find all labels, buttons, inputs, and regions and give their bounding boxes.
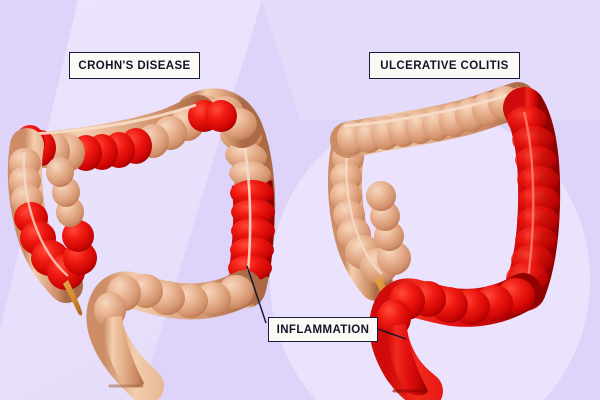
- uc-inflamed-sigmoid-rectum: [369, 273, 542, 400]
- crohns-appendix: [63, 280, 83, 316]
- uc-taenia-coli-transverse: [343, 92, 513, 128]
- crohns-descending-colon: [7, 128, 97, 303]
- leader-line-to-uc-rectum: [377, 328, 407, 340]
- callout-leader-lines: [246, 265, 407, 340]
- label-ulcerative-colitis: ULCERATIVE COLITIS: [369, 52, 520, 79]
- crohns-sigmoid-rectum: [86, 270, 262, 400]
- haustrum-inflamed: [62, 220, 94, 252]
- uc-taenia-coli-left: [345, 147, 383, 275]
- crohns-transverse-colon: [15, 95, 237, 171]
- crohns-taenia-coli-transverse: [32, 103, 197, 136]
- uc-taenia-coli-right: [522, 111, 535, 286]
- label-inflammation: INFLAMMATION: [268, 317, 378, 342]
- crohns-colon-figure: [7, 88, 276, 400]
- uc-rectum: [387, 324, 428, 396]
- ulcerative-colitis-colon-figure: [327, 82, 561, 400]
- crohns-taenia-coli-left: [22, 151, 69, 277]
- leader-line-to-crohns-lesion: [246, 265, 267, 324]
- haustrum-inflamed: [205, 100, 237, 132]
- crohns-rectum: [103, 316, 144, 388]
- uc-inflamed-descending-colon: [503, 87, 561, 311]
- uc-ascending-colon: [327, 123, 411, 301]
- label-crohns-disease: CROHN'S DISEASE: [69, 52, 200, 79]
